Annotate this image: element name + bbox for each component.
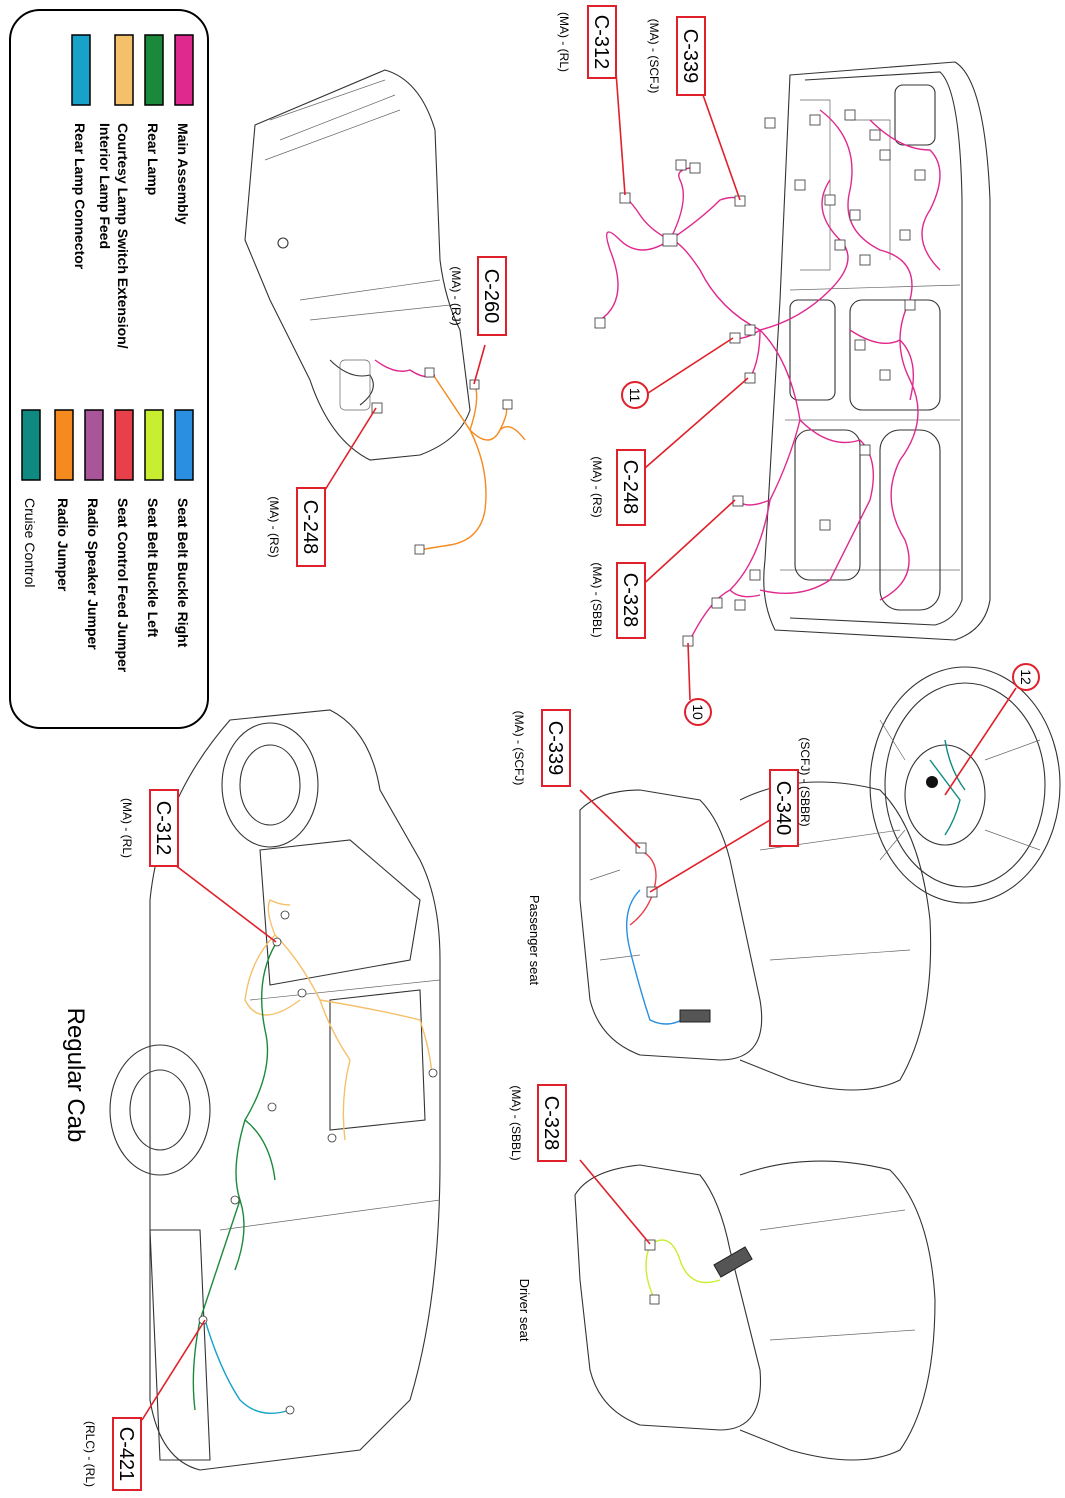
circle-12: 12 — [1012, 663, 1040, 691]
legend-swatch-cruise-control — [21, 409, 41, 481]
legend-label-rear-lamp: Rear Lamp — [145, 123, 161, 195]
legend-swatch-radio-jumper — [54, 409, 74, 481]
callout-c340-sub: (SCFJ) - (SBBR) — [798, 737, 812, 826]
callout-c248-mid-id: C-248 — [619, 460, 641, 514]
callout-c312-truck-sub: (MA) - (RL) — [120, 798, 134, 858]
legend-label-courtesy-lamp-1: Courtesy Lamp Switch Extension/ — [115, 123, 131, 349]
circle-10-label: 10 — [690, 704, 706, 720]
truck-regular-cab — [109, 709, 441, 1471]
callout-c260: C-260 (MA) - (RJ) — [449, 256, 507, 336]
callout-c340: C-340 (SCFJ) - (SBBR) — [769, 737, 812, 847]
seat-belt-right-wiring — [625, 889, 691, 1025]
callout-c339-seat-id: C-339 — [544, 721, 566, 775]
callout-c312-truck-id: C-312 — [152, 801, 174, 855]
legend-label-cruise-control: Cruise Control — [22, 498, 38, 587]
callout-c312-top-id: C-312 — [590, 15, 612, 69]
callout-c339-seat: C-339 (MA) - (SCFJ) — [512, 709, 571, 787]
callout-c312-top: C-312 (MA) - (RL) — [557, 5, 617, 79]
legend-swatch-rear-lamp-connector — [71, 34, 91, 106]
leader-lines — [141, 71, 1017, 1421]
callout-c340-id: C-340 — [772, 781, 794, 835]
seat-control-feed-wiring — [629, 849, 657, 926]
circle-11: 11 — [621, 381, 649, 409]
callout-c248-mid-sub: (MA) - (RS) — [590, 456, 604, 517]
circle-11-label: 11 — [627, 388, 643, 403]
caption-passenger-seat: Passenger seat — [527, 895, 542, 986]
legend-left-column: Main Assembly Rear Lamp Courtesy Lamp Sw… — [71, 34, 194, 349]
callout-c328-seat-id: C-328 — [540, 1096, 562, 1150]
caption-regular-cab: Regular Cab — [62, 1008, 89, 1143]
legend-swatch-courtesy-lamp — [114, 34, 134, 106]
callout-c312-top-sub: (MA) - (RL) — [557, 12, 571, 72]
callout-c421-id: C-421 — [115, 1427, 137, 1481]
callout-c328-mid-id: C-328 — [619, 573, 641, 627]
legend-label-rear-lamp-connector: Rear Lamp Connector — [72, 123, 88, 270]
callout-c248-mid: C-248 (MA) - (RS) — [590, 449, 646, 526]
legend-label-seat-belt-right: Seat Belt Buckle Right — [175, 498, 191, 648]
callout-c328-seat: C-328 (MA) - (SBBL) — [509, 1084, 567, 1162]
steering-wheel — [869, 666, 1061, 904]
callout-c339-seat-sub: (MA) - (SCFJ) — [512, 711, 526, 786]
cab-floor-panel — [594, 61, 991, 647]
callout-c421: C-421 (RLC) - (RL) — [83, 1417, 142, 1491]
courtesy-lamp-wiring — [244, 899, 433, 1141]
callout-c339-top: C-339 (MA) - (SCFJ) — [647, 16, 706, 96]
panel-connectors — [594, 109, 926, 647]
legend-swatch-seat-belt-left — [144, 409, 164, 481]
callout-c260-sub: (MA) - (RJ) — [449, 266, 463, 325]
callout-c260-id: C-260 — [480, 269, 502, 323]
callout-c248-left-id: C-248 — [299, 500, 321, 554]
legend-swatch-seat-belt-right — [174, 409, 194, 481]
legend: Main Assembly Rear Lamp Courtesy Lamp Sw… — [9, 9, 209, 729]
callout-c339-top-sub: (MA) - (SCFJ) — [647, 19, 661, 94]
callout-c421-sub: (RLC) - (RL) — [83, 1421, 97, 1487]
callout-c248-left: C-248 (MA) - (RS) — [267, 487, 326, 567]
rear-lamp-wiring — [192, 944, 276, 1411]
callout-c328-seat-sub: (MA) - (SBBL) — [509, 1085, 523, 1160]
legend-label-main-assembly: Main Assembly — [175, 123, 191, 225]
legend-right-column: Seat Belt Buckle Right Seat Belt Buckle … — [21, 409, 194, 673]
circle-10: 10 — [684, 698, 712, 726]
legend-swatch-rear-lamp — [144, 34, 164, 106]
callout-c312-truck: C-312 (MA) - (RL) — [120, 789, 179, 867]
legend-label-radio-speaker-jumper: Radio Speaker Jumper — [85, 498, 101, 650]
callout-c328-mid: C-328 (MA) - (SBBL) — [590, 562, 646, 639]
legend-label-courtesy-lamp-2: Interior Lamp Feed — [97, 123, 113, 249]
upper-left-component — [244, 69, 526, 555]
passenger-seat — [579, 781, 932, 1091]
circle-12-label: 12 — [1018, 669, 1034, 685]
legend-label-radio-jumper: Radio Jumper — [55, 498, 71, 592]
seat-belt-left-wiring — [645, 1239, 721, 1301]
radio-jumper-wiring — [419, 369, 526, 551]
rear-lamp-connector-wiring — [204, 1319, 291, 1414]
callout-c328-mid-sub: (MA) - (SBBL) — [590, 562, 604, 637]
legend-swatch-radio-speaker-jumper — [84, 409, 104, 481]
cruise-control-wiring — [929, 739, 966, 836]
legend-swatch-main-assembly — [174, 34, 194, 106]
legend-label-seat-belt-left: Seat Belt Buckle Left — [145, 498, 161, 638]
legend-swatch-seat-control-feed — [114, 409, 134, 481]
callout-c339-top-id: C-339 — [679, 29, 701, 83]
callout-c248-left-sub: (MA) - (RS) — [267, 496, 281, 557]
driver-seat — [574, 1160, 936, 1461]
caption-driver-seat: Driver seat — [517, 1279, 532, 1342]
legend-label-seat-control-feed: Seat Control Feed Jumper — [115, 498, 131, 673]
